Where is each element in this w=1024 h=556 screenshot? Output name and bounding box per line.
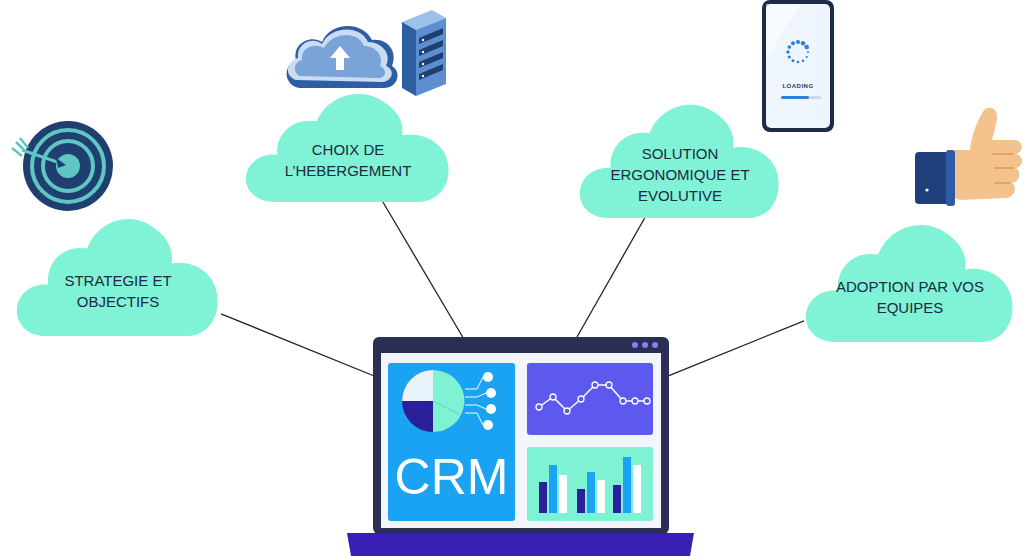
bar-chart-panel [527, 447, 653, 521]
spinner-dot [807, 51, 809, 53]
line-chart [539, 385, 647, 411]
cloud-label: SOLUTION ERGONOMIQUE ET EVOLUTIVE [593, 143, 768, 206]
line-point [536, 404, 542, 410]
cloud-outline [580, 105, 779, 218]
pie-dot [483, 372, 493, 382]
cloud-label: ADOPTION PAR VOS EQUIPES [835, 276, 985, 318]
spinner-dot [791, 41, 795, 45]
pie-leader [465, 377, 483, 389]
cloud-outline [17, 219, 218, 336]
bar [587, 472, 595, 513]
line-point [606, 382, 612, 388]
screen-label: LOADING [782, 83, 813, 89]
cloud-outline [246, 94, 449, 202]
bar [613, 485, 621, 513]
thumbs-up-icon [915, 108, 1022, 206]
bar [577, 489, 585, 513]
spinner-dot [796, 40, 800, 44]
crm-label: CRM [395, 449, 509, 505]
cloud-label: STRATEGIE ET OBJECTIFS [38, 270, 198, 312]
line-point [592, 382, 598, 388]
spinner-dot [804, 45, 809, 50]
target-icon [12, 121, 113, 211]
spinner-dot [806, 56, 808, 58]
phone-icon [762, 0, 834, 132]
line-point [578, 396, 584, 402]
connector-line [669, 321, 804, 376]
connector-line [221, 314, 373, 376]
bar [549, 465, 557, 513]
cloud-node: STRATEGIE ET OBJECTIFS [15, 208, 221, 336]
cloud-node: CHOIX DE L’HEBERGEMENT [244, 84, 452, 202]
spinner-dot [797, 61, 800, 64]
spinner-dot [786, 50, 789, 53]
laptop-node: CRM [373, 337, 669, 534]
line-point [632, 398, 638, 404]
cloud-node: ADOPTION PAR VOS EQUIPES [804, 214, 1016, 342]
connector-line [577, 218, 645, 337]
spinner-dot [787, 45, 791, 49]
laptop-base [347, 533, 694, 556]
pie-dot [486, 404, 496, 414]
bar [623, 457, 631, 513]
window-dot [632, 342, 638, 348]
crm-panel [388, 363, 515, 521]
pie-leader [465, 405, 486, 409]
spinner-dot [788, 55, 791, 58]
spinner-dot [802, 59, 804, 61]
line-point [550, 394, 556, 400]
line-point [620, 398, 626, 404]
line-point [564, 408, 570, 414]
server-icon [402, 10, 446, 96]
bar [559, 475, 567, 513]
screen-frame [373, 337, 669, 534]
spinner-dot [792, 59, 795, 62]
pie-dot [483, 420, 493, 430]
pie-slice [402, 370, 433, 401]
pie-dot [486, 388, 496, 398]
pie-chart [402, 370, 464, 432]
cloud-outline [806, 225, 1013, 342]
bar [633, 465, 641, 513]
cloud-label: CHOIX DE L’HEBERGEMENT [263, 139, 433, 181]
window-dot [642, 342, 648, 348]
window-dot [652, 342, 658, 348]
spinner-dot [801, 41, 805, 45]
pie-leader [465, 413, 483, 425]
bar [539, 482, 547, 513]
pie-leader [465, 393, 486, 397]
connector-line [383, 202, 463, 337]
cloud-upload-icon [287, 26, 398, 88]
line-chart-panel [527, 363, 653, 435]
line-point [644, 398, 650, 404]
pie-slice [433, 401, 461, 432]
screen-inner [381, 353, 661, 528]
bar [597, 480, 605, 513]
cloud-node: SOLUTION ERGONOMIQUE ET EVOLUTIVE [578, 94, 782, 218]
